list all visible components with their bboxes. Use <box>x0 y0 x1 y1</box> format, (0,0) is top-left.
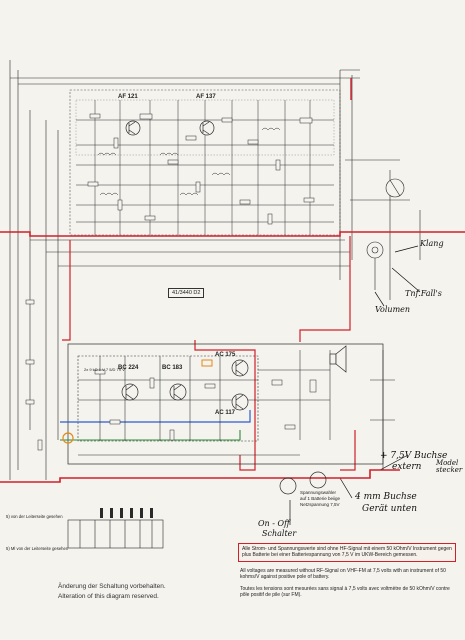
transistor-bc224 <box>121 383 139 401</box>
footer-english: Alteration of this diagram reserved. <box>58 593 159 600</box>
board-id-label: 41/3440 D2 <box>168 288 205 298</box>
hand-socket-ext-1: + 7,5V Buchse <box>380 451 448 461</box>
jack-lines <box>370 350 395 470</box>
label-ac175: AC 175 <box>215 352 236 358</box>
left-bus-lines <box>9 60 360 480</box>
footer-german: Änderung der Schaltung vorbehalten. <box>58 583 166 590</box>
board-small-label: 2x 9 kΩ 1 V 7 5/D 79 V <box>84 367 125 372</box>
transistor-af121 <box>125 120 141 136</box>
red-right-vert <box>340 430 356 471</box>
marker-orange <box>201 359 213 367</box>
legend-left-bottom: 5) Ml von der Leiterseite gesehen <box>6 546 69 551</box>
ground-line-red-2 <box>62 240 71 341</box>
rf-components <box>87 113 315 225</box>
legend-left-top: 5) von der Leiterseite gesehen <box>6 514 63 519</box>
red-af-loop <box>194 340 256 471</box>
green-line <box>60 430 241 441</box>
connector-pins <box>100 508 153 518</box>
transistor-af137 <box>199 120 215 136</box>
volume-pot <box>366 241 384 290</box>
label-ac117: AC 117 <box>215 410 236 416</box>
hand-socket-ext-side: Model stecker <box>436 459 463 475</box>
annotation-arrows <box>289 245 421 525</box>
label-af137: AF 137 <box>196 94 216 100</box>
socket-ext <box>309 471 327 489</box>
label-bc224: BC 224 <box>118 365 139 371</box>
hand-tuning: Tnf.Fall's <box>405 289 442 298</box>
ground-line-red <box>0 231 465 237</box>
right-supply-lines <box>339 69 421 300</box>
label-bc183: BC 183 <box>162 365 183 371</box>
audio-components <box>94 369 317 441</box>
ground-line-red-3 <box>299 236 351 342</box>
hand-on-off-2: Schalter <box>262 529 297 538</box>
hand-socket-dev-2: Gerät unten <box>362 504 417 514</box>
hand-on-off-1: On - Off <box>258 519 290 528</box>
mute-line-blue <box>60 410 251 423</box>
transistor-ac175 <box>231 359 249 377</box>
klang-control <box>385 178 405 198</box>
bottom-ground-red <box>0 469 400 483</box>
switch-legend: Spannungswahler auf 1 Batterie beiige Ne… <box>300 490 341 507</box>
transistor-bc183 <box>169 383 187 401</box>
hand-volume: Volumen <box>375 305 411 314</box>
speaker-icon <box>329 345 347 373</box>
transistor-ac117 <box>231 393 249 411</box>
note-german-red: Alle Strom- und Spannungswerte sind ohne… <box>238 543 456 562</box>
left-edge-components <box>25 299 43 451</box>
rf-coils <box>97 127 281 196</box>
connector-diagram <box>67 519 164 549</box>
on-off-switch <box>279 477 297 495</box>
note-french: Toutes les tensions sont mesurées sans s… <box>240 586 450 599</box>
rf-component-grid <box>76 100 334 235</box>
hand-klang: Klang <box>420 239 444 248</box>
label-af121: AF 121 <box>118 94 138 100</box>
note-english: All voltages are measured without RF-Sig… <box>240 568 446 581</box>
hand-socket-dev-1: 4 mm Buchse <box>355 492 417 502</box>
audio-inner-frame <box>77 355 259 442</box>
hand-socket-ext-2: extern <box>392 462 422 472</box>
marker-orange-circle <box>62 432 74 444</box>
